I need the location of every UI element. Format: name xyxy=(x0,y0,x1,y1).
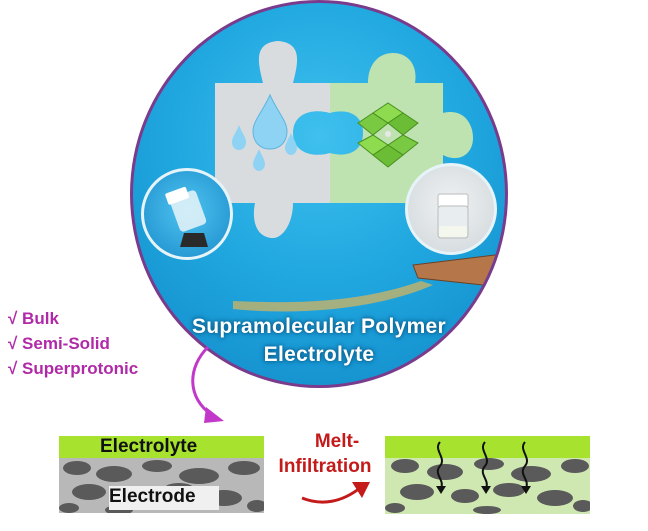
melt-infiltration-label-line-2: Infiltration xyxy=(278,456,372,477)
polyoxometalate-crystal-icon xyxy=(357,102,419,168)
infiltrated-electrode-graphic xyxy=(385,436,590,514)
melt-infiltration-label-line-1: Melt- xyxy=(314,431,360,452)
property-bulk: √ Bulk xyxy=(8,309,59,328)
title-line-2: Electrolyte xyxy=(263,343,375,366)
main-illustration-circle: Supramolecular Polymer Electrolyte xyxy=(130,0,508,388)
water-drop-icon xyxy=(253,149,265,171)
electrode-label: Electrode xyxy=(109,486,196,507)
curved-down-arrow-icon xyxy=(191,345,224,423)
tweezers-icon xyxy=(412,253,505,288)
title-line-1: Supramolecular Polymer xyxy=(191,315,447,338)
porous-electrode-graphic xyxy=(59,458,264,513)
polymer-film-graphic xyxy=(233,281,433,312)
property-semi-solid: √ Semi-Solid xyxy=(8,334,110,353)
powder-vial-icon xyxy=(437,193,469,239)
water-drop-icon xyxy=(232,125,246,150)
property-superprotonic: √ Superprotonic xyxy=(8,359,139,378)
electrolyte-layer xyxy=(59,436,264,458)
water-drop-icon xyxy=(285,133,297,155)
process-arrow-icon xyxy=(301,482,370,504)
electrolyte-label: Electrolyte xyxy=(100,436,198,457)
powder-vial-photo-inset xyxy=(405,163,497,255)
vial-photo-inset xyxy=(141,168,233,260)
large-water-drop-icon xyxy=(252,93,288,150)
wavy-infiltration-arrows xyxy=(436,441,528,489)
inverted-vial-icon xyxy=(165,186,208,247)
